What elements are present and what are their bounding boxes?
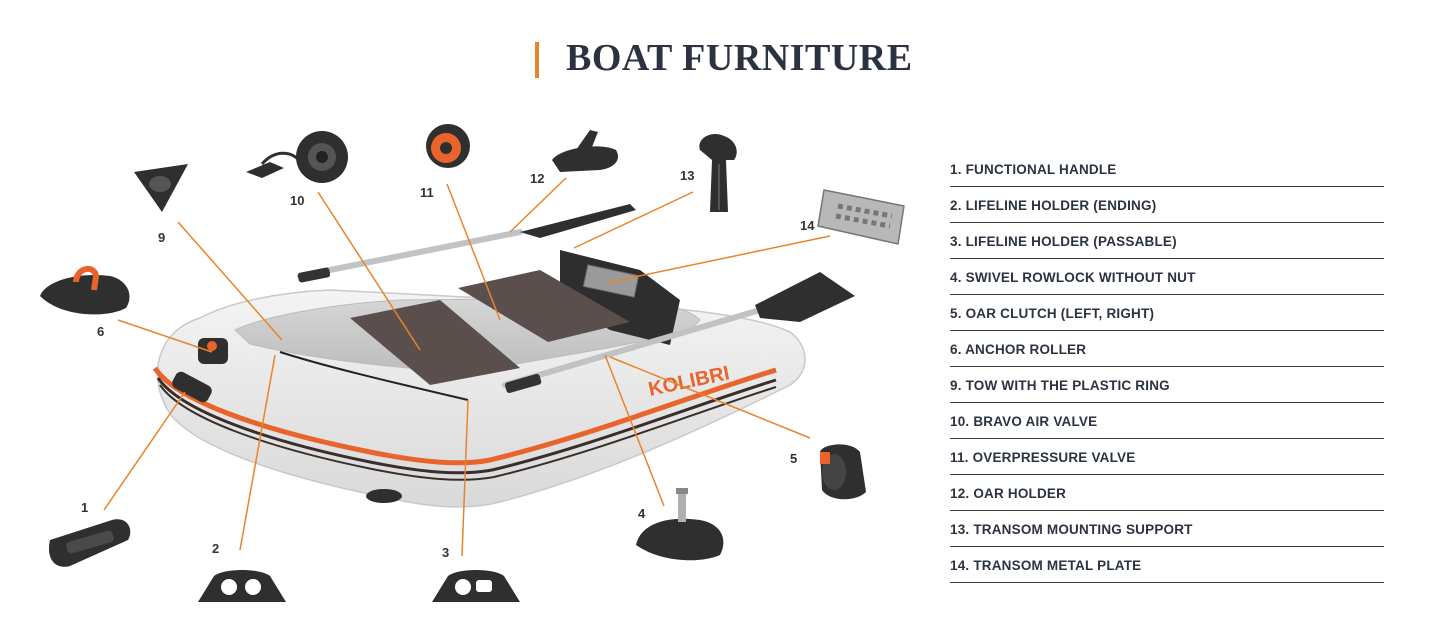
transom-metal-plate-icon: [817, 189, 905, 245]
hull-drain: [366, 489, 402, 503]
anchor-roller-icon: [40, 265, 130, 315]
leader-line-12: [509, 177, 567, 233]
legend-item-2: 2. LIFELINE HOLDER (ENDING): [950, 188, 1384, 223]
leader-line-11: [446, 183, 501, 321]
legend-item-13: 13. TRANSOM MOUNTING SUPPORT: [950, 512, 1384, 547]
callout-label-14: 14: [800, 218, 815, 233]
transom-mounting-support-icon: [699, 133, 737, 212]
callout-label-13: 13: [680, 168, 694, 183]
parts-legend: 1. FUNCTIONAL HANDLE 2. LIFELINE HOLDER …: [950, 152, 1384, 583]
seat-rear: [458, 270, 630, 342]
leader-line-3: [461, 399, 469, 557]
callout-label-2: 2: [212, 541, 219, 556]
callout-label-11: 11: [420, 185, 434, 200]
oar-right-shaft: [502, 307, 763, 388]
page-title: BOAT FURNITURE: [566, 37, 913, 79]
hull-stripe-dark: [156, 377, 777, 475]
oar-clutch-icon: [820, 444, 866, 500]
legend-item-9: 9. TOW WITH THE PLASTIC RING: [950, 368, 1384, 403]
hull-stripe-dark-2: [159, 384, 777, 481]
anchor-roller-accent: [207, 341, 217, 351]
legend-item-14: 14. TRANSOM METAL PLATE: [950, 548, 1384, 583]
legend-item-4: 4. SWIVEL ROWLOCK WITHOUT NUT: [950, 260, 1384, 295]
legend-item-12: 12. OAR HOLDER: [950, 476, 1384, 511]
title-accent-bar: [535, 42, 539, 78]
leader-line-1: [103, 391, 186, 511]
legend-item-6: 6. ANCHOR ROLLER: [950, 332, 1384, 367]
callout-label-6: 6: [97, 324, 104, 339]
legend-item-5: 5. OAR CLUTCH (LEFT, RIGHT): [950, 296, 1384, 331]
overpressure-valve-icon: [426, 124, 470, 168]
leader-line-9: [177, 221, 283, 341]
functional-handle-icon: [48, 519, 131, 567]
callout-label-3: 3: [442, 545, 449, 560]
leader-line-13: [573, 191, 694, 249]
tow-plastic-ring-icon: [134, 164, 188, 212]
legend-item-11: 11. OVERPRESSURE VALVE: [950, 440, 1384, 475]
leader-lines: [103, 177, 831, 557]
transom-plate: [582, 264, 640, 298]
hull-stripe-orange: [152, 366, 777, 466]
callout-labels: 1 2 3 4 5 6 9 10 11 12 13 14: [81, 168, 815, 560]
swivel-rowlock-icon: [636, 488, 724, 561]
leader-line-14: [605, 235, 831, 284]
legend-item-10: 10. BRAVO AIR VALVE: [950, 404, 1384, 439]
leader-line-4: [604, 354, 665, 507]
oar-left-blade: [520, 204, 636, 238]
callout-label-1: 1: [81, 500, 88, 515]
leader-line-5: [609, 356, 811, 439]
lifeline-holder-ending-icon: [198, 570, 286, 602]
oar-left-shaft: [297, 229, 523, 279]
oar-left-grip: [297, 267, 331, 283]
callout-label-9: 9: [158, 230, 165, 245]
lifeline-holder-passable-icon: [432, 570, 520, 602]
bravo-air-valve-icon: [246, 131, 348, 183]
inflatable-boat: KOLIBRI: [152, 204, 855, 508]
anchor-roller-on-boat: [198, 338, 228, 364]
leader-line-6: [117, 319, 213, 353]
callout-label-4: 4: [638, 506, 646, 521]
oar-holder-icon: [552, 130, 619, 172]
legend-item-1: 1. FUNCTIONAL HANDLE: [950, 152, 1384, 187]
callout-label-10: 10: [290, 193, 304, 208]
leader-line-2: [239, 354, 276, 551]
oar-right-blade: [755, 272, 855, 322]
oar-right-grip: [505, 373, 542, 394]
page-header: BOAT FURNITURE: [0, 32, 1440, 88]
lifeline-rope: [279, 351, 469, 401]
callout-label-5: 5: [790, 451, 797, 466]
seat-front: [350, 300, 520, 385]
leader-line-10: [317, 191, 421, 351]
callout-label-12: 12: [530, 171, 544, 186]
legend-item-3: 3. LIFELINE HOLDER (PASSABLE): [950, 224, 1384, 259]
boat-handle: [172, 371, 212, 403]
